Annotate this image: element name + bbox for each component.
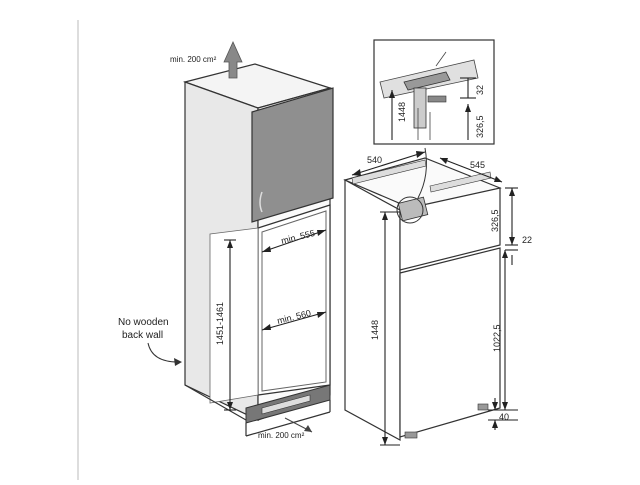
no-back-wall-line2: back wall — [122, 330, 163, 341]
right-dimensions — [488, 187, 518, 430]
cabinet-door — [251, 87, 334, 223]
vent-arrow-bottom — [284, 417, 313, 433]
fridge-depth-dimension — [439, 157, 503, 183]
fridge-width-dimension — [351, 151, 426, 176]
fridge — [343, 157, 502, 442]
niche-height-dimension — [224, 239, 236, 411]
fridge-height-label: 1448 — [370, 320, 380, 340]
vent-bottom-label: min. 200 cm² — [258, 431, 305, 440]
lower-height-label: 1022,5 — [492, 324, 502, 352]
cabinet — [182, 63, 334, 437]
niche-height-label: 1451-1461 — [215, 302, 225, 345]
no-back-wall-line1: No wooden — [118, 317, 169, 328]
fridge-height-dimension — [380, 211, 400, 446]
door-handle — [259, 191, 263, 213]
detail-box — [373, 39, 495, 145]
no-back-wall-arrow — [147, 342, 179, 363]
fridge-width-label: 540 — [367, 155, 382, 165]
gap-label: 22 — [522, 235, 532, 245]
no-back-wall-label: No wooden back wall — [118, 317, 171, 341]
fridge-depth-label: 545 — [470, 160, 485, 170]
hinge-detail-circle — [396, 196, 424, 224]
detail-326-label: 326,5 — [475, 115, 485, 138]
fridge-lower-door — [399, 247, 501, 438]
detail-leader-line — [417, 147, 427, 199]
upper-height-label: 326,5 — [490, 209, 500, 232]
detail-32-label: 32 — [475, 85, 485, 95]
width-inner-dimension — [261, 311, 327, 331]
detail-height-label: 1448 — [397, 102, 407, 122]
base-label: 40 — [499, 412, 509, 422]
vent-arrow-up — [223, 41, 243, 79]
depth-inner-dimension — [261, 229, 327, 253]
vent-top-label: min. 200 cm² — [170, 55, 217, 64]
